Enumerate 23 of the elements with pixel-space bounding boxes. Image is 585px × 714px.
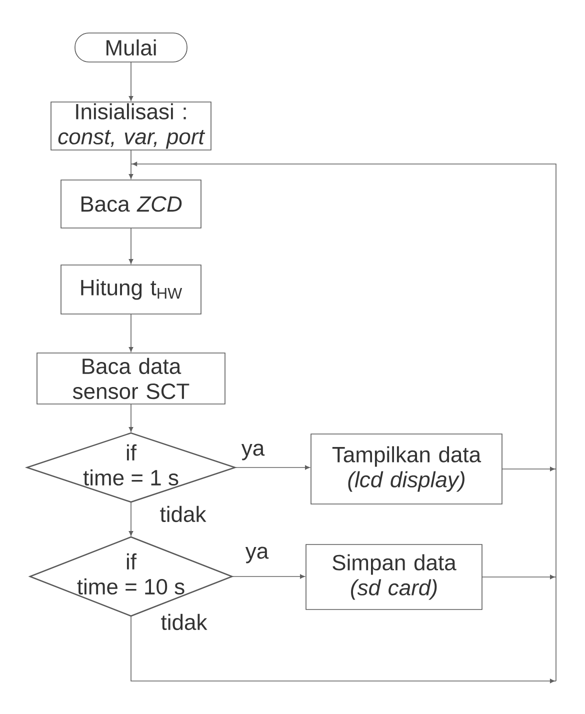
arrow xyxy=(130,616,556,684)
arrow xyxy=(128,62,134,101)
arrow xyxy=(482,574,556,580)
arrow xyxy=(502,466,556,472)
process-box: Tampilkan data (lcd display) xyxy=(310,434,502,504)
process-box: Baca ZCD xyxy=(60,180,202,228)
arrow xyxy=(234,465,310,470)
edge-label: tidak xyxy=(160,506,206,522)
arrow xyxy=(130,162,556,682)
arrow xyxy=(232,574,305,579)
process-box: Simpan data (sd card) xyxy=(306,544,482,610)
edge-label: ya xyxy=(245,546,269,564)
arrow xyxy=(128,404,134,432)
arrow xyxy=(128,314,134,352)
start-terminal: Mulai xyxy=(74,32,188,62)
connector-line xyxy=(130,150,132,164)
arrow xyxy=(128,228,134,264)
arrow xyxy=(128,502,134,536)
arrow xyxy=(128,164,134,179)
process-box: Hitung t$_{HW}$ xyxy=(60,264,202,314)
process-box: Inisialisasi : const, var, port xyxy=(50,102,212,150)
edge-label: ya xyxy=(241,444,265,460)
process-box: Baca data sensor SCT xyxy=(36,352,226,404)
